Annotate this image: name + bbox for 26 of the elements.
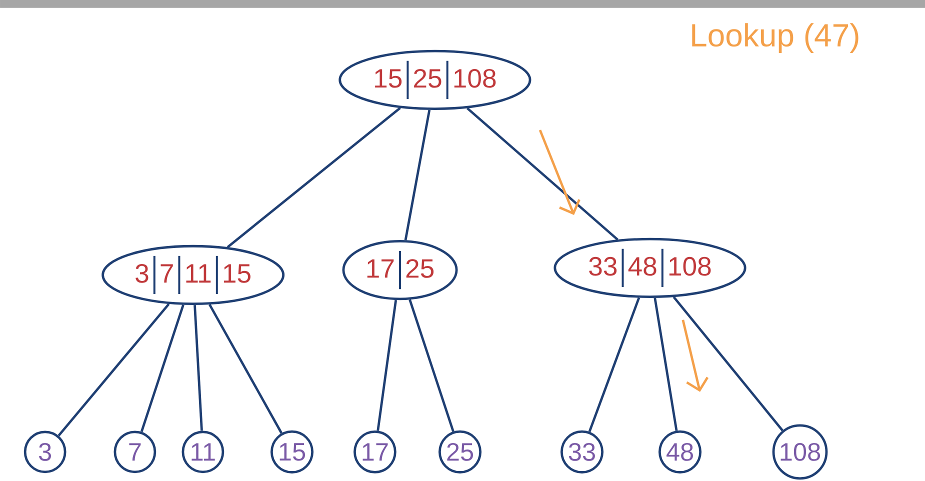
connector-line: [140, 304, 184, 432]
connector-line: [588, 297, 640, 432]
connector-line: [376, 300, 398, 431]
leaf-node: 7: [114, 430, 156, 474]
connector-line: [208, 304, 283, 434]
leaf-node: 17: [354, 430, 396, 474]
connector-line: [226, 107, 401, 248]
connector-line: [408, 299, 454, 432]
key-node: 33 48 108: [554, 238, 746, 298]
key-node: 3 7 11 15: [102, 244, 285, 306]
leaf-node: 33: [560, 430, 604, 474]
title: Lookup (47): [692, 23, 858, 53]
leaf-node: 11: [182, 430, 224, 474]
leaf-node: 48: [658, 430, 702, 474]
leaf-node: 108: [772, 424, 828, 480]
key-node: 17 25: [342, 240, 458, 300]
connector-line: [654, 298, 678, 431]
leaf-node: 25: [438, 430, 482, 474]
connector-line: [466, 107, 618, 241]
connector-line: [672, 296, 784, 432]
key-node: 15 25 108: [338, 50, 532, 110]
leaf-node: 15: [270, 430, 314, 474]
connector-line: [404, 110, 431, 240]
connector-line: [58, 303, 170, 436]
leaf-node: 3: [24, 430, 66, 474]
connector-line: [194, 304, 203, 431]
